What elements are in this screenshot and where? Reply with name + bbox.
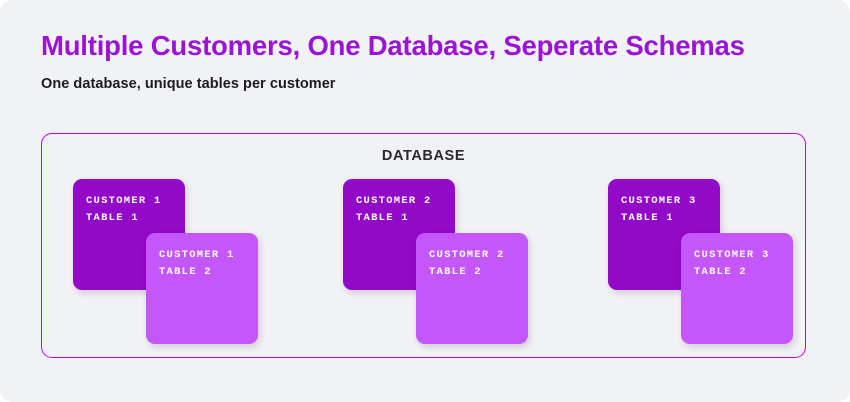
table-card-table: TABLE 2 — [694, 266, 747, 278]
heading-block: Multiple Customers, One Database, Sepera… — [41, 30, 801, 92]
table-card-table: TABLE 1 — [356, 212, 409, 224]
table-card-table: TABLE 1 — [621, 212, 674, 224]
table-card-customer: CUSTOMER 1 — [159, 249, 235, 261]
table-card-table: TABLE 2 — [429, 266, 482, 278]
page-subtitle: One database, unique tables per customer — [41, 75, 336, 92]
table-card-customer: CUSTOMER 3 — [621, 195, 697, 207]
table-card-customer: CUSTOMER 2 — [356, 195, 432, 207]
table-card-table: TABLE 2 — [159, 266, 212, 278]
table-card-table: TABLE 1 — [86, 212, 139, 224]
table-card-customer: CUSTOMER 2 — [429, 249, 505, 261]
customer-group-1: CUSTOMER 1 TABLE 1 CUSTOMER 1 TABLE 2 — [73, 179, 258, 349]
table-card-customer: CUSTOMER 1 — [86, 195, 162, 207]
customer-group-3: CUSTOMER 3 TABLE 1 CUSTOMER 3 TABLE 2 — [608, 179, 793, 349]
database-label: DATABASE — [381, 148, 466, 164]
database-container: DATABASE CUSTOMER 1 TABLE 1 CUSTOMER 1 T… — [41, 133, 806, 358]
page-title: Multiple Customers, One Database, Sepera… — [41, 30, 745, 61]
customer-group-2: CUSTOMER 2 TABLE 1 CUSTOMER 2 TABLE 2 — [343, 179, 528, 349]
table-card-customer: CUSTOMER 3 — [694, 249, 770, 261]
table-card[interactable]: CUSTOMER 2 TABLE 2 — [416, 233, 528, 344]
table-card[interactable]: CUSTOMER 3 TABLE 2 — [681, 233, 793, 344]
table-card[interactable]: CUSTOMER 1 TABLE 2 — [146, 233, 258, 344]
